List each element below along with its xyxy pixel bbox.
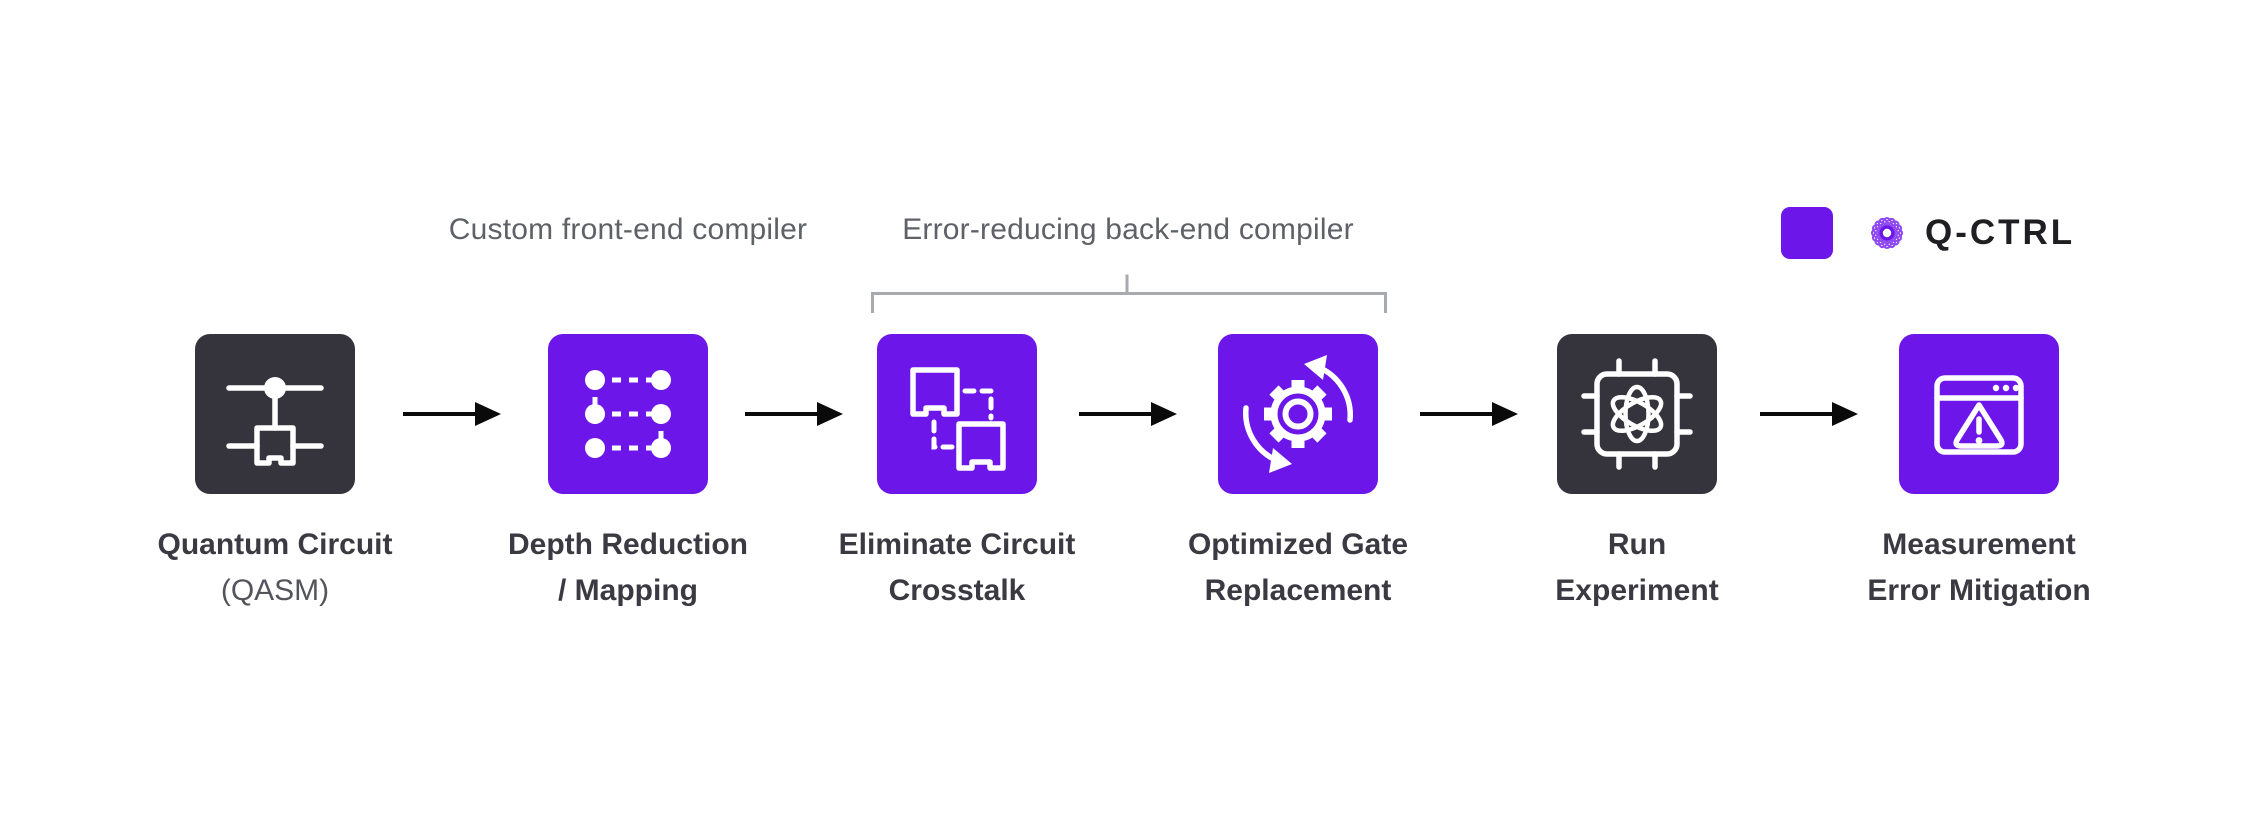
step-eliminate-crosstalk: Eliminate Circuit Crosstalk: [837, 334, 1077, 614]
browser-warning-icon: [1934, 375, 2024, 455]
step-label: Measurement Error Mitigation: [1859, 522, 2099, 614]
qctrl-logo-icon: [1870, 216, 1904, 250]
gear-sync-icon: [1243, 355, 1353, 473]
gate-replacement-tile: [1218, 334, 1378, 494]
step-label: Run Experiment: [1517, 522, 1757, 614]
step-label-line2: Replacement: [1204, 574, 1392, 607]
step-label-line1: Eliminate Circuit: [838, 528, 1076, 561]
step-label-line2: Error Mitigation: [1867, 574, 2091, 607]
chip-atom-icon: [1581, 358, 1693, 470]
qctrl-legend: Q-CTRL: [1781, 207, 2075, 259]
step-label-line1: Depth Reduction: [508, 528, 748, 561]
front-end-compiler-label: Custom front-end compiler: [448, 213, 808, 246]
step-label: Eliminate Circuit Crosstalk: [837, 522, 1077, 614]
step-label-line2: (QASM): [220, 574, 330, 607]
flow-arrow-icon: [745, 402, 843, 426]
step-label-line1: Quantum Circuit: [157, 528, 393, 561]
step-quantum-circuit: Quantum Circuit (QASM): [155, 334, 395, 614]
step-depth-reduction: Depth Reduction / Mapping: [508, 334, 748, 614]
flow-arrow-icon: [1760, 402, 1858, 426]
step-label-line2: / Mapping: [558, 574, 698, 607]
depth-reduction-tile: [548, 334, 708, 494]
step-label: Quantum Circuit (QASM): [155, 522, 395, 614]
step-gate-replacement: Optimized Gate Replacement: [1178, 334, 1418, 614]
step-run-experiment: Run Experiment: [1517, 334, 1757, 614]
error-mitigation-tile: [1899, 334, 2059, 494]
run-experiment-tile: [1557, 334, 1717, 494]
step-error-mitigation: Measurement Error Mitigation: [1859, 334, 2099, 614]
eliminate-crosstalk-tile: [877, 334, 1037, 494]
quantum-circuit-tile: [195, 334, 355, 494]
step-label-line1: Measurement: [1882, 528, 2076, 561]
step-label-line2: Experiment: [1555, 574, 1719, 607]
qctrl-wordmark: Q-CTRL: [1925, 213, 2076, 252]
flow-arrow-icon: [403, 402, 501, 426]
back-end-compiler-bracket: [871, 274, 1387, 313]
step-label-line1: Optimized Gate: [1187, 528, 1409, 561]
qubit-mapping-icon: [585, 370, 671, 458]
step-label-line2: Crosstalk: [888, 574, 1026, 607]
step-label: Optimized Gate Replacement: [1178, 522, 1418, 614]
flow-arrow-icon: [1420, 402, 1518, 426]
flow-arrow-icon: [1079, 402, 1177, 426]
purple-legend-swatch: [1781, 207, 1833, 259]
back-end-compiler-label: Error-reducing back-end compiler: [902, 213, 1354, 246]
quantum-circuit-icon: [226, 377, 324, 466]
swap-boxes-icon: [910, 367, 1006, 471]
step-label: Depth Reduction / Mapping: [508, 522, 748, 614]
step-label-line1: Run: [1607, 528, 1667, 561]
